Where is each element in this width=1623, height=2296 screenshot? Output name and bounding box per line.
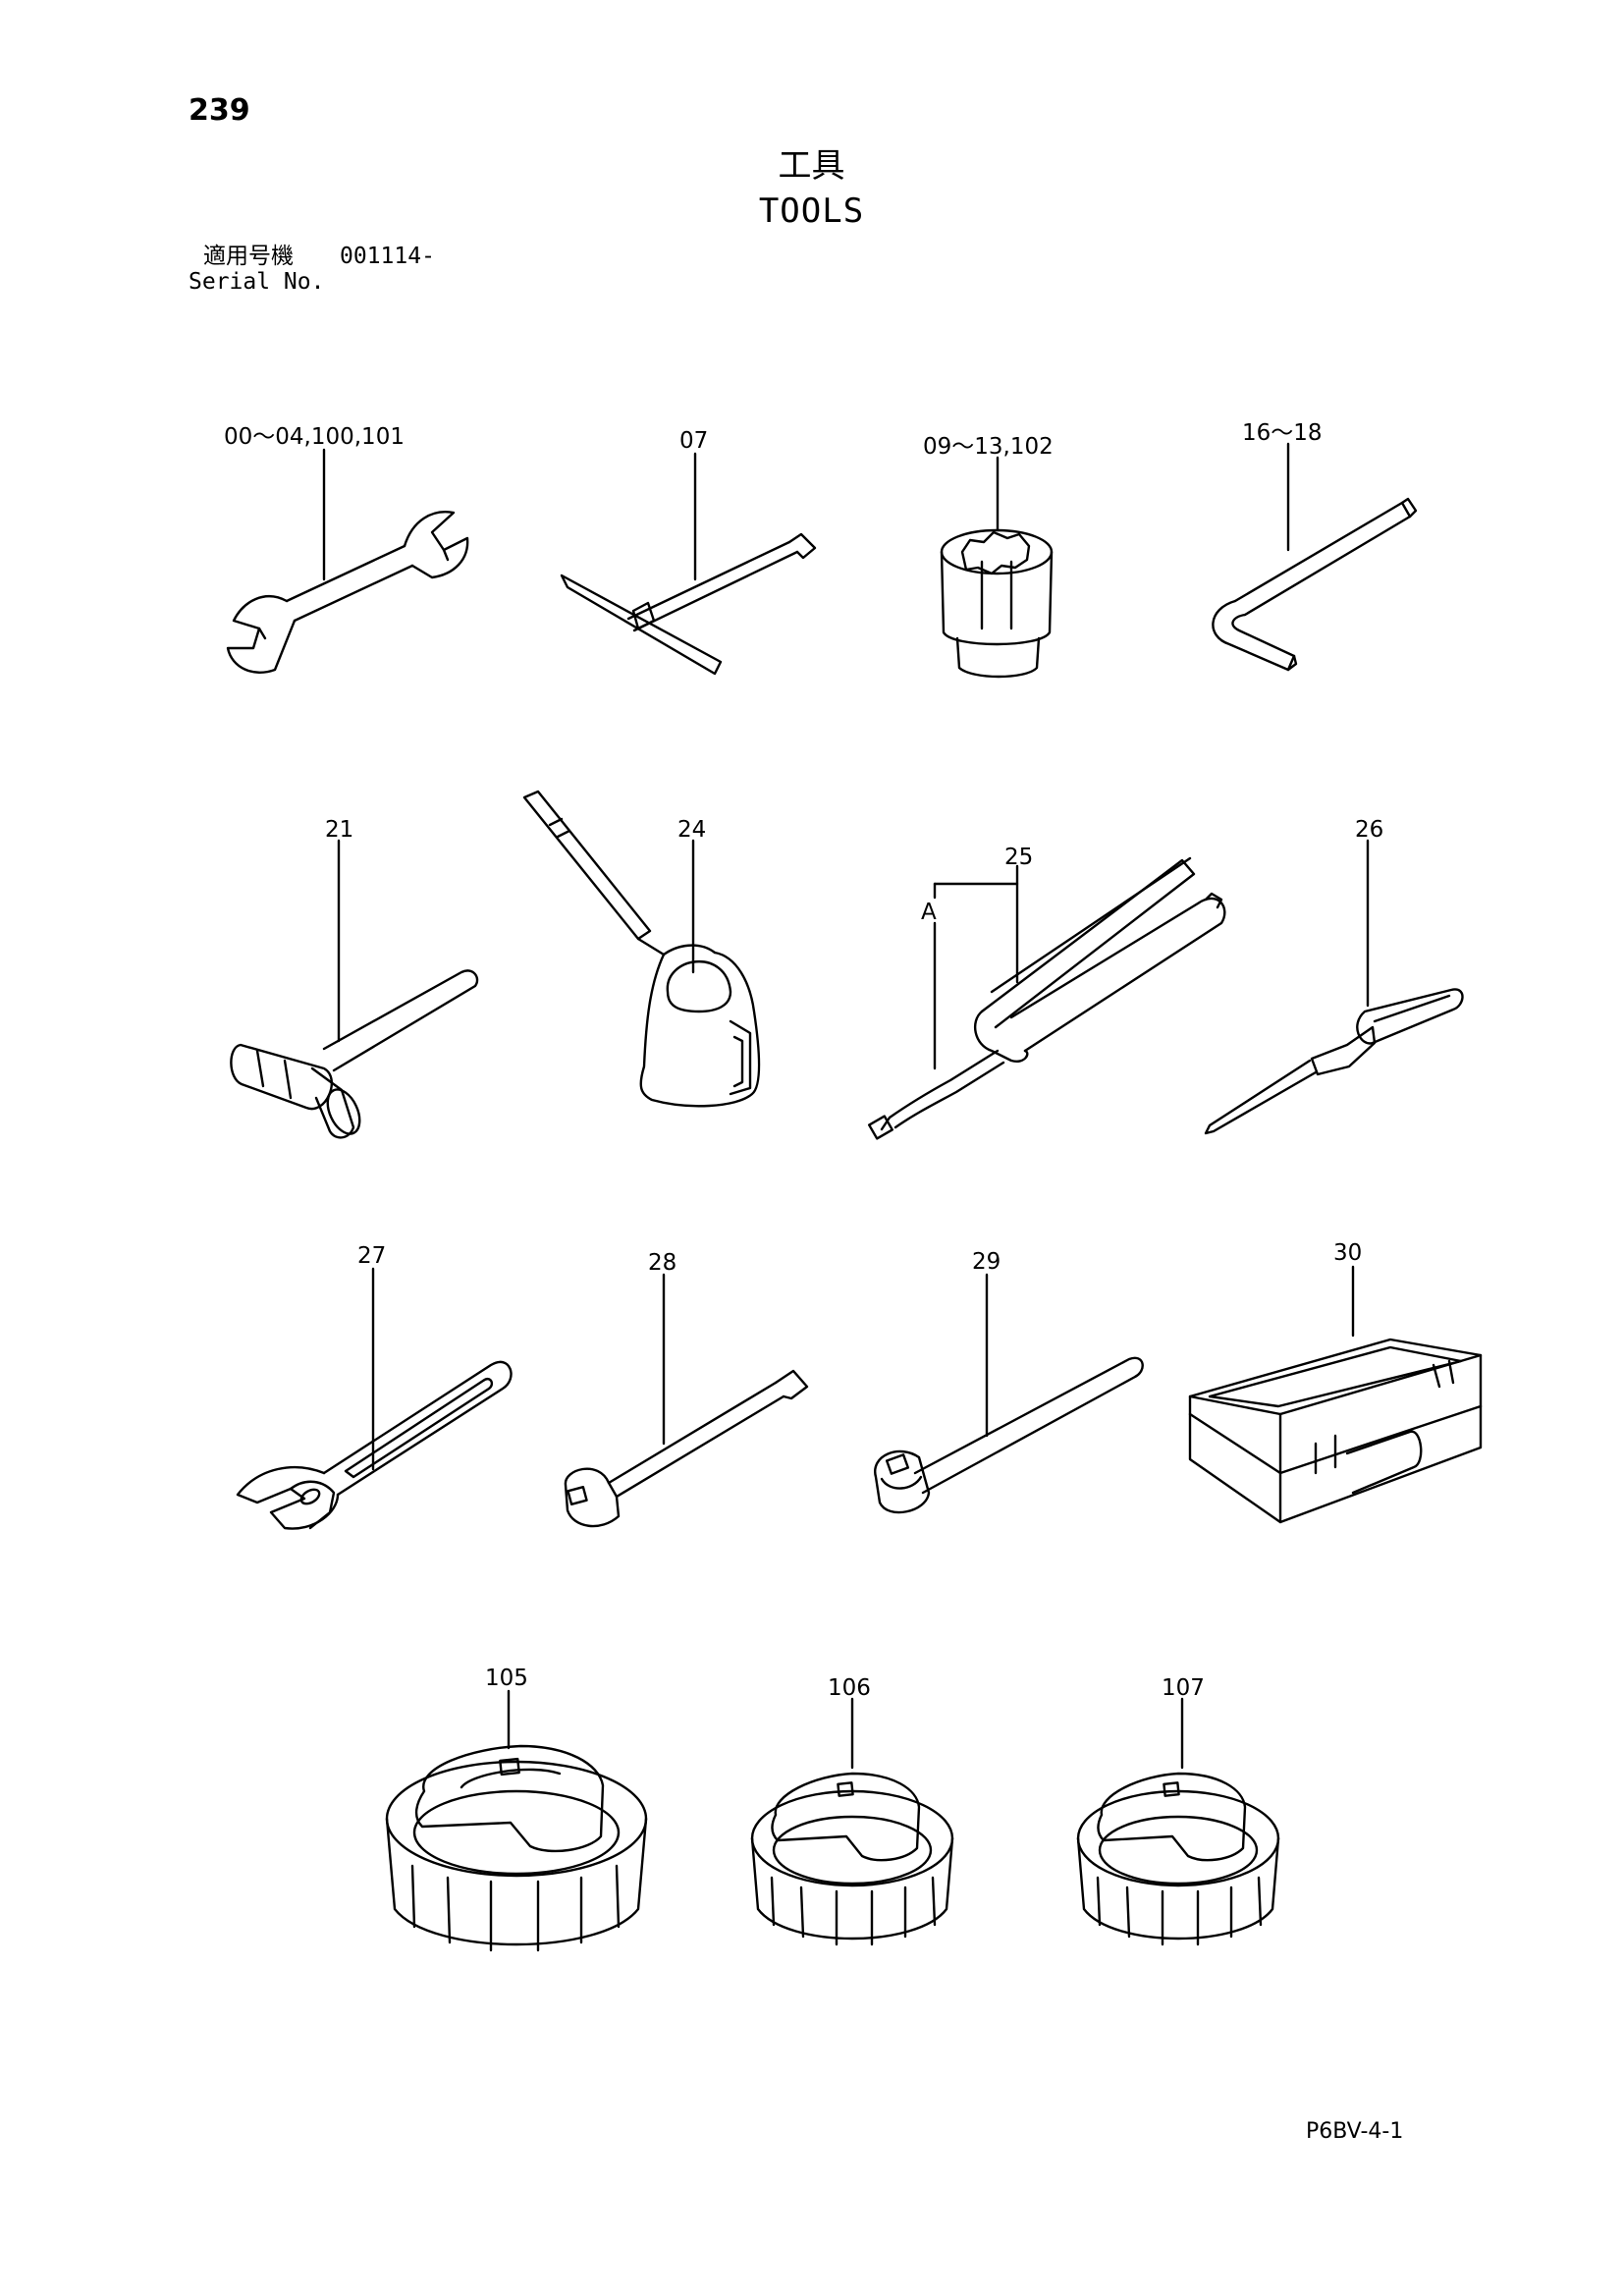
page-number: 239 xyxy=(189,93,250,128)
ratchet-handle-drawing xyxy=(875,1275,1142,1512)
oil-can-drawing xyxy=(524,792,759,1106)
page-title: TOOLS xyxy=(758,191,865,231)
filter-wrench-105-drawing xyxy=(387,1691,646,1950)
serial-number-value: 001114- xyxy=(340,244,435,269)
socket-drawing xyxy=(942,458,1052,677)
callout-label-oil-can: 24 xyxy=(677,817,707,843)
callout-label-adjustable-wrench: 27 xyxy=(357,1243,387,1269)
serial-label-japanese: 適用号機 xyxy=(203,244,294,269)
grease-gun-drawing xyxy=(869,858,1224,1138)
callout-label-t-wrench: 07 xyxy=(679,428,709,454)
callout-label-filter-wrench-106: 106 xyxy=(828,1675,871,1701)
callout-label-wrench: 00～04,100,101 xyxy=(224,424,405,450)
hex-key-drawing xyxy=(1213,444,1416,670)
adjustable-wrench-drawing xyxy=(238,1269,512,1529)
callout-label-filter-wrench-107: 107 xyxy=(1162,1675,1205,1701)
extension-bar-drawing xyxy=(566,1275,807,1526)
t-handle-wrench-drawing xyxy=(562,454,815,674)
tool-box-drawing xyxy=(1190,1267,1481,1522)
double-end-wrench-drawing xyxy=(228,450,467,673)
document-code: P6BV-4-1 xyxy=(1306,2119,1404,2144)
filter-wrench-107-drawing xyxy=(1078,1699,1278,1944)
callout-label-ratchet-handle: 29 xyxy=(972,1249,1001,1275)
callout-label-extension-bar: 28 xyxy=(648,1250,677,1276)
filter-wrench-106-drawing xyxy=(752,1699,952,1944)
callout-label-socket: 09～13,102 xyxy=(923,434,1054,460)
callout-label-grease-gun-a: A xyxy=(921,900,937,925)
serial-label: Serial No. xyxy=(189,269,325,295)
callout-label-filter-wrench-105: 105 xyxy=(485,1666,528,1691)
callout-label-tool-box: 30 xyxy=(1333,1240,1363,1266)
callout-label-grease-gun: 25 xyxy=(1004,845,1034,870)
hammer-drawing xyxy=(231,841,477,1139)
page-title-japanese: 工具 xyxy=(778,146,845,186)
screwdriver-drawing xyxy=(1206,841,1463,1133)
callout-label-screwdriver: 26 xyxy=(1355,817,1384,843)
callout-label-hex-key: 16～18 xyxy=(1242,420,1323,446)
callout-label-hammer: 21 xyxy=(325,817,354,843)
